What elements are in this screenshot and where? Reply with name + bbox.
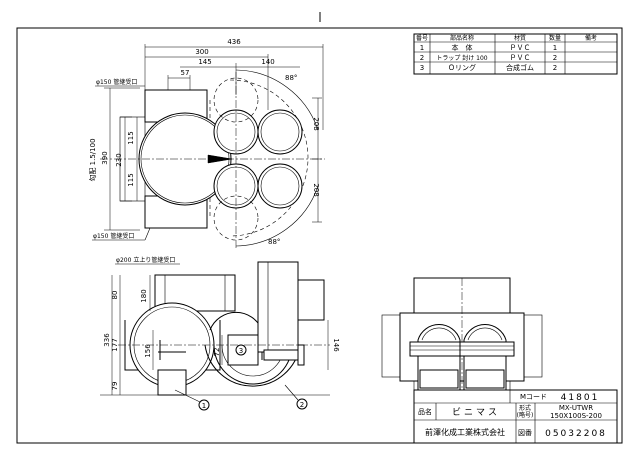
parts-row-qty: 2: [553, 54, 557, 62]
parts-row-qty: 1: [553, 44, 557, 52]
dim-57: 57: [181, 69, 190, 77]
balloon-1: [198, 399, 210, 411]
name-label: 品名: [418, 407, 432, 416]
title-block: Mコード 41801 品名 ビニマス 形式 (略号) MX-UTWR 150X1…: [413, 389, 618, 444]
parts-row-name: 本 体: [452, 43, 473, 52]
parts-row-name: Ｏリング: [448, 63, 476, 72]
model-label: 形式: [519, 404, 531, 412]
parts-table: 番号 部品名称 材質 数量 備考 1 本 体 ＰＶＣ 1 2 トラップ 封け 1…: [413, 33, 618, 75]
balloon-2-label: 2: [300, 401, 304, 409]
front-view: [381, 277, 543, 391]
product-name: ビニマス: [452, 407, 500, 418]
dim-436: 436: [227, 38, 241, 46]
balloon-2: [296, 398, 308, 410]
drawing-no-value: 05032208: [545, 429, 607, 439]
dim-208-bottom: 208: [312, 183, 320, 196]
dim-336: 336: [103, 333, 111, 347]
model-abbr-label: (略号): [517, 411, 534, 419]
balloon-3: [235, 344, 247, 356]
mcode-label: Mコード: [520, 393, 547, 401]
balloon-3-label: 3: [239, 347, 243, 355]
dim-208-top: 208: [312, 117, 320, 130]
drawing-no-label: 図番: [518, 429, 532, 437]
parts-header-no: 番号: [416, 35, 428, 42]
elevation-view: φ200 立上り管継受口 336 80 177: [100, 256, 340, 411]
parts-row-no: 2: [420, 54, 424, 62]
slope-label: 勾配 1.5/100: [88, 138, 97, 181]
parts-header-name: 部品名称: [450, 34, 474, 42]
dim-72: 72: [213, 348, 221, 357]
parts-header-note: 備考: [585, 34, 597, 42]
drawing-frame: [16, 27, 623, 444]
dim-156: 156: [144, 344, 152, 358]
dim-145: 145: [198, 58, 211, 66]
parts-row-qty: 2: [553, 64, 557, 72]
parts-header-material: 材質: [514, 34, 526, 42]
model-line-2: 150X100S-200: [550, 412, 602, 420]
dim-390: 390: [101, 151, 109, 164]
parts-row-no: 3: [420, 64, 424, 72]
balloon-1-label: 1: [202, 402, 206, 410]
riser-port-label: φ200 立上り管継受口: [116, 256, 175, 264]
dim-115-bottom: 115: [127, 173, 135, 186]
dim-300: 300: [195, 48, 208, 56]
angle-88-top: 88°: [285, 74, 297, 82]
dim-146: 146: [332, 338, 340, 352]
dim-115-top: 115: [127, 131, 135, 144]
parts-row-material: ＰＶＣ: [510, 44, 531, 52]
dim-80: 80: [111, 291, 119, 300]
model-line-1: MX-UTWR: [559, 404, 593, 412]
dim-79: 79: [111, 382, 119, 391]
dim-180: 180: [140, 289, 148, 302]
parts-row-name: トラップ 封け 100: [436, 54, 487, 62]
plan-view: 436 300 145 140 57 88° 88°: [88, 38, 325, 250]
mcode-value: 41801: [561, 393, 600, 403]
port-label-top: φ150 管継受口: [96, 78, 137, 86]
parts-header-qty: 数量: [549, 34, 561, 42]
dim-177: 177: [111, 338, 119, 351]
parts-row-material: ＰＶＣ: [510, 54, 531, 62]
port-label-bottom: φ150 管継受口: [93, 232, 134, 240]
dim-230: 230: [115, 153, 123, 166]
angle-88-bottom: 88°: [268, 238, 280, 246]
parts-row-material: 合成ゴム: [506, 63, 534, 72]
parts-row-no: 1: [420, 44, 424, 52]
dim-140: 140: [261, 58, 274, 66]
company-name: 前澤化成工業株式会社: [425, 427, 505, 437]
